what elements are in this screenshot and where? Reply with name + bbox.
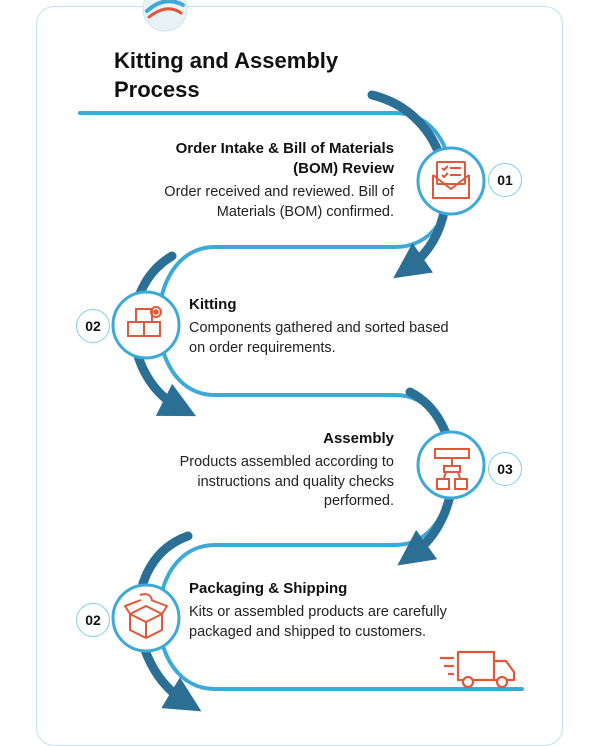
step-4-badge: 02 [76, 603, 110, 637]
robotic-arm-icon [434, 448, 470, 490]
step-4-heading: Packaging & Shipping [189, 580, 348, 597]
step-1: Order Intake & Bill of Materials (BOM) R… [140, 139, 394, 222]
delivery-truck-icon [440, 650, 516, 689]
company-logo [142, 0, 188, 32]
step-1-text: Order received and reviewed. Bill of Mat… [164, 184, 394, 220]
envelope-checklist-icon [432, 161, 470, 199]
step-2-badge: 02 [76, 309, 110, 343]
step-3-text: Products assembled according to instruct… [179, 454, 394, 509]
step-3-icon-circle [416, 430, 486, 500]
step-2-heading: Kitting [189, 296, 237, 313]
process-flow-path [78, 90, 524, 712]
step-2-text: Components gathered and sorted based on … [189, 320, 449, 356]
boxes-gear-icon [127, 306, 162, 337]
step-2-icon-circle [111, 290, 181, 360]
step-4: Packaging & Shipping Kits or assembled p… [189, 579, 451, 642]
open-box-icon [124, 593, 168, 639]
step-3: Assembly Products assembled according to… [140, 429, 394, 512]
step-1-icon-circle [416, 146, 486, 216]
page-title: Kitting and Assembly Process [114, 48, 339, 102]
step-4-text: Kits or assembled products are carefully… [189, 604, 447, 640]
step-1-badge: 01 [488, 163, 522, 197]
step-3-badge: 03 [488, 452, 522, 486]
step-4-icon-circle [111, 583, 181, 653]
step-1-heading: Order Intake & Bill of Materials (BOM) R… [175, 140, 394, 177]
step-2: Kitting Components gathered and sorted b… [189, 295, 449, 358]
step-3-heading: Assembly [323, 430, 394, 447]
